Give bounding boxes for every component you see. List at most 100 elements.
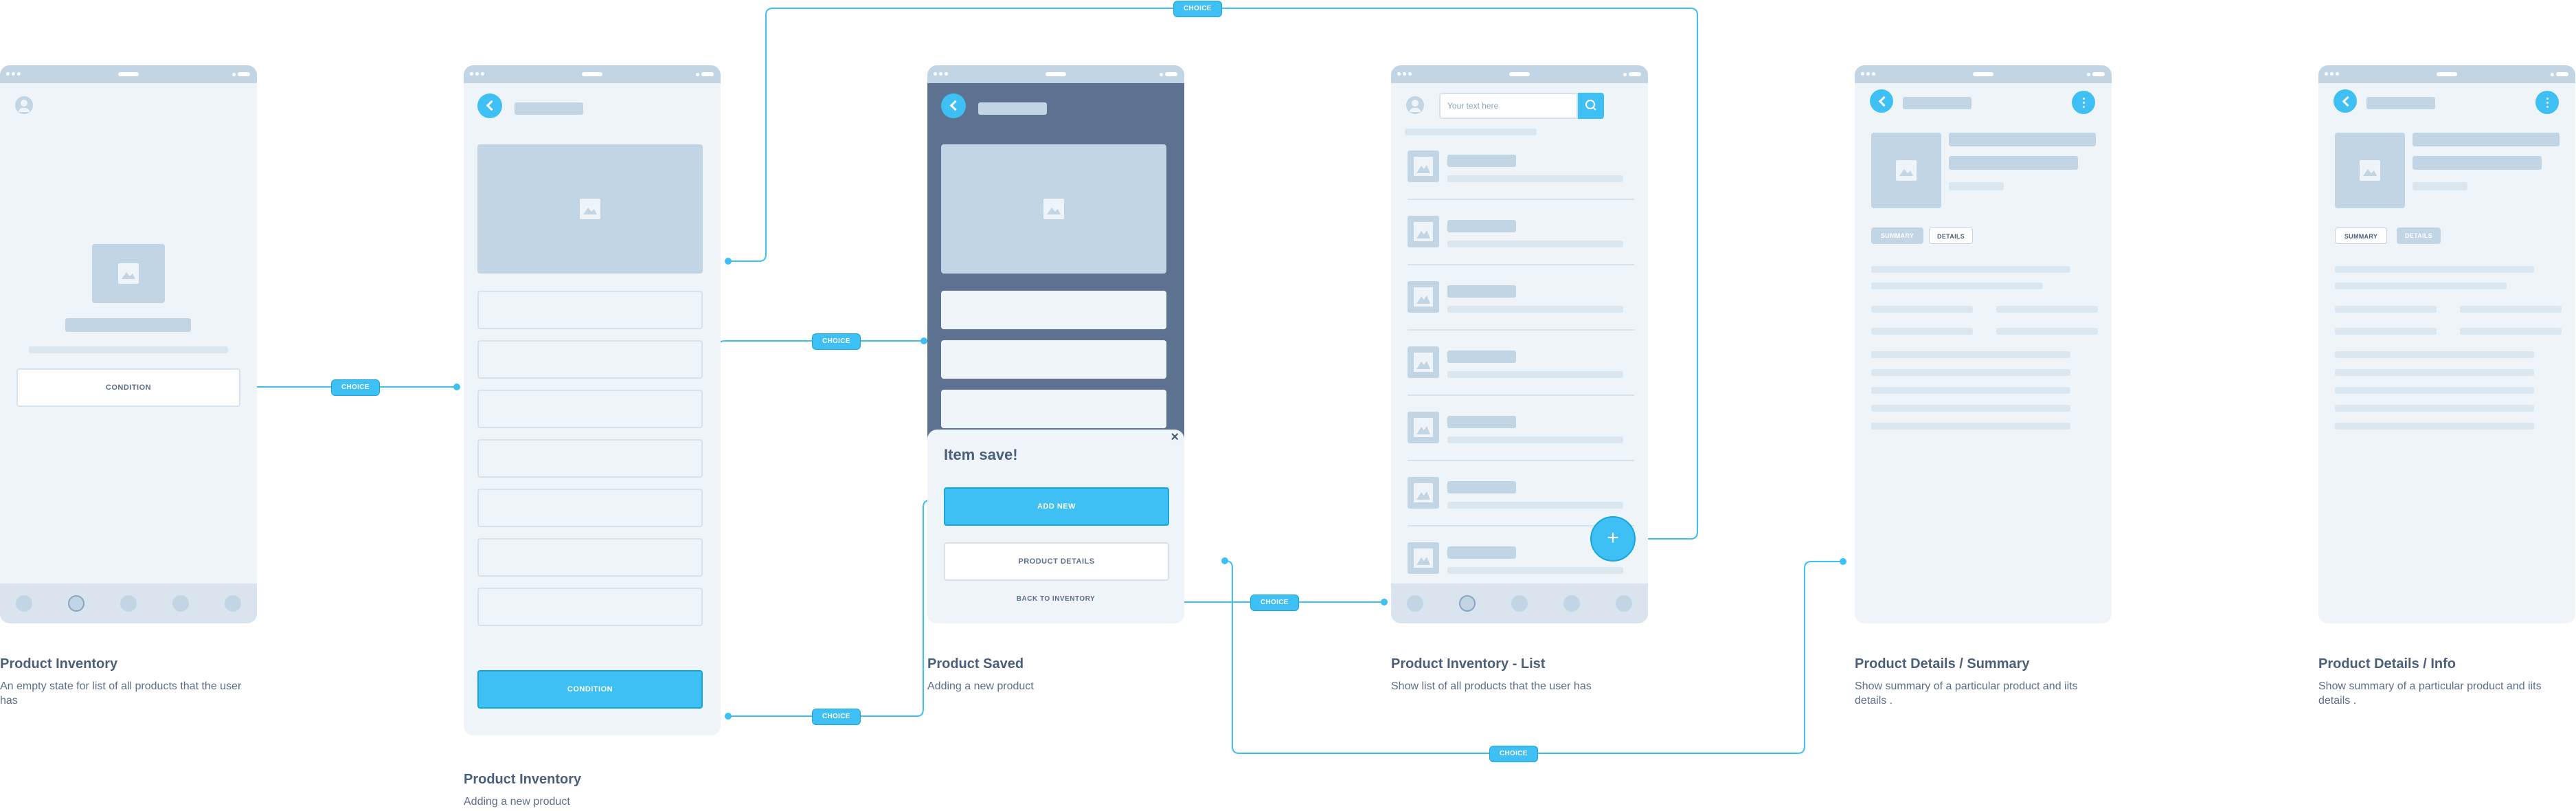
tab-summary[interactable]: SUMMARY: [1871, 227, 1923, 244]
connector-2: [725, 8, 1698, 542]
text-line: [1871, 266, 2070, 273]
status-bar: [0, 65, 257, 83]
text-line: [1871, 351, 2070, 358]
connector-3: [701, 337, 927, 693]
tab-item[interactable]: [120, 595, 137, 612]
tab-details[interactable]: DETAILS: [2397, 227, 2441, 244]
avatar-icon[interactable]: [1406, 96, 1424, 114]
form-field[interactable]: [477, 390, 703, 428]
product-thumbnail: [1408, 151, 1439, 182]
screen-description: An empty state for list of all products …: [0, 680, 242, 707]
text-line: [2335, 282, 2507, 289]
choice-badge: CHOICE: [812, 333, 861, 350]
text-line: [2335, 423, 2534, 430]
text-line: [2335, 266, 2534, 273]
text-line: [1871, 306, 1973, 313]
choice-badge: CHOICE: [1173, 1, 1222, 17]
text-line: [1871, 369, 2070, 376]
image-icon: [1043, 199, 1064, 219]
product-thumbnail: [1408, 412, 1439, 443]
form-field[interactable]: [477, 340, 703, 379]
tab-item[interactable]: [1616, 595, 1632, 612]
text-line: [1871, 405, 2070, 412]
text-line: [2460, 306, 2562, 313]
heading-placeholder: [65, 318, 191, 332]
form-field[interactable]: [477, 439, 703, 478]
tab-item[interactable]: [1459, 595, 1476, 612]
add-fab-button[interactable]: +: [1590, 516, 1636, 562]
screen-product-info: SUMMARY DETAILS: [2318, 65, 2575, 623]
search-icon: [1585, 100, 1596, 111]
condition-button[interactable]: CONDITION: [16, 368, 240, 407]
avatar-icon[interactable]: [15, 96, 33, 114]
tab-item[interactable]: [68, 595, 84, 612]
product-name-placeholder: [1447, 416, 1516, 428]
back-button[interactable]: [1870, 89, 1893, 113]
search-input[interactable]: Your text here: [1439, 93, 1578, 119]
image-placeholder: [941, 144, 1166, 274]
screen-description: Show summary of a particular product and…: [2318, 680, 2542, 707]
status-bar: [464, 65, 721, 83]
image-icon: [580, 199, 600, 219]
back-button[interactable]: [2334, 89, 2357, 113]
text-line: [1871, 387, 2070, 394]
tab-item[interactable]: [1563, 595, 1580, 612]
text-line: [2335, 405, 2534, 412]
tab-details[interactable]: DETAILS: [1929, 227, 1973, 244]
screen-description: Adding a new product: [927, 680, 1034, 692]
product-name-placeholder: [1447, 155, 1516, 167]
product-name-placeholder: [1447, 220, 1516, 232]
status-bar: [1391, 65, 1648, 83]
form-field[interactable]: [477, 489, 703, 527]
header-title-placeholder: [2366, 97, 2435, 109]
back-to-inventory-link[interactable]: BACK TO INVENTORY: [1016, 595, 1096, 603]
more-options-icon[interactable]: [2072, 91, 2095, 114]
back-button[interactable]: [941, 93, 966, 118]
product-details-button[interactable]: PRODUCT DETAILS: [944, 542, 1169, 581]
search-button[interactable]: [1578, 93, 1604, 119]
product-thumbnail: [1408, 281, 1439, 313]
image-placeholder: [92, 244, 165, 303]
tab-item[interactable]: [172, 595, 189, 612]
choice-badge: CHOICE: [1250, 595, 1299, 611]
product-subtitle-placeholder: [1949, 156, 2078, 170]
product-subtitle-placeholder: [2413, 156, 2542, 170]
text-line: [2335, 387, 2534, 394]
more-options-icon[interactable]: [2535, 91, 2559, 114]
tab-summary[interactable]: SUMMARY: [2335, 227, 2387, 244]
choice-badge: CHOICE: [812, 709, 861, 725]
product-name-placeholder: [1447, 481, 1516, 493]
add-new-button[interactable]: ADD NEW: [944, 487, 1169, 526]
form-field[interactable]: [477, 588, 703, 626]
product-title-placeholder: [1949, 133, 2096, 146]
tab-item[interactable]: [16, 595, 32, 612]
image-icon: [118, 263, 139, 284]
choice-badge: CHOICE: [1489, 746, 1538, 762]
condition-button[interactable]: CONDITION: [477, 670, 703, 709]
text-line: [1996, 306, 2098, 313]
product-name-placeholder: [1447, 285, 1516, 298]
text-placeholder: [29, 346, 228, 353]
screen-title: Product Inventory - List: [1391, 656, 1546, 671]
screen-add-product: CONDITION: [464, 65, 721, 735]
screen-title: Product Details / Info: [2318, 656, 2456, 671]
form-field: [941, 340, 1166, 379]
form-field: [941, 291, 1166, 329]
screen-product-summary: SUMMARY DETAILS: [1855, 65, 2112, 623]
close-icon[interactable]: ×: [1171, 430, 1179, 445]
text-line: [2335, 328, 2437, 335]
tab-item[interactable]: [1407, 595, 1423, 612]
screen-product-saved: Item save! × ADD NEW PRODUCT DETAILS BAC…: [927, 65, 1184, 623]
form-field[interactable]: [477, 538, 703, 577]
tab-item[interactable]: [225, 595, 241, 612]
form-field[interactable]: [477, 291, 703, 329]
screen-title: Product Saved: [927, 656, 1024, 671]
tab-item[interactable]: [1511, 595, 1528, 612]
save-modal: Item save! × ADD NEW PRODUCT DETAILS BAC…: [927, 430, 1184, 623]
image-icon: [2360, 160, 2380, 181]
screen-title: Product Inventory: [464, 772, 582, 787]
back-button[interactable]: [477, 93, 502, 118]
product-name-placeholder: [1447, 351, 1516, 363]
product-meta-placeholder: [1949, 182, 2004, 190]
